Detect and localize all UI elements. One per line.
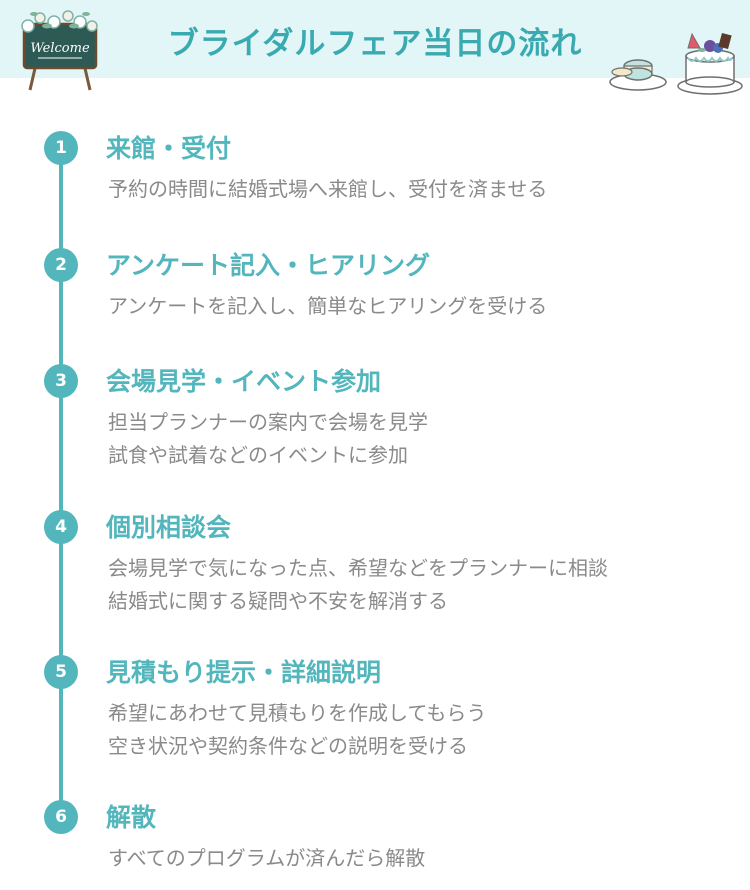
step-title: 会場見学・イベント参加 — [106, 367, 382, 396]
step-number-badge: 3 — [44, 364, 78, 398]
step-title: 来館・受付 — [106, 134, 232, 163]
page-title: ブライダルフェア当日の流れ — [167, 26, 583, 62]
cake-and-macaron-icon — [609, 32, 743, 95]
step-description-line: 空き状況や契約条件などの説明を受ける — [108, 734, 468, 758]
step-description: 希望にあわせて見積もりを作成してもらう 空き状況や契約条件などの説明を受ける — [108, 697, 486, 763]
step-description-line: 予約の時間に結婚式場へ来館し、受付を済ませる — [108, 177, 548, 201]
step-description-line: 結婚式に関する疑問や不安を解消する — [108, 589, 448, 613]
step-description-line: 担当プランナーの案内で会場を見学 — [108, 410, 428, 434]
step-description-line: 試食や試着などのイベントに参加 — [108, 443, 408, 467]
step-title: アンケート記入・ヒアリング — [106, 251, 431, 280]
welcome-sign-icon: Welcome — [21, 10, 98, 91]
step-description: 予約の時間に結婚式場へ来館し、受付を済ませる — [108, 173, 547, 206]
step-number-badge: 2 — [44, 248, 78, 282]
step-title: 見積もり提示・詳細説明 — [106, 658, 382, 687]
welcome-sign-text: Welcome — [30, 41, 90, 56]
step-description: アンケートを記入し、簡単なヒアリングを受ける — [108, 290, 547, 323]
step-description-line: 会場見学で気になった点、希望などをプランナーに相談 — [108, 556, 608, 580]
step-number-badge: 6 — [44, 800, 78, 834]
step-title: 解散 — [106, 803, 157, 832]
step-description: 担当プランナーの案内で会場を見学 試食や試着などのイベントに参加 — [108, 406, 428, 472]
step-description-line: アンケートを記入し、簡単なヒアリングを受ける — [108, 294, 548, 318]
step-number-badge: 5 — [44, 655, 78, 689]
step-description-line: 希望にあわせて見積もりを作成してもらう — [108, 701, 487, 725]
step-description: すべてのプログラムが済んだら解散 — [108, 842, 425, 875]
timeline-line — [59, 150, 63, 816]
step-description: 会場見学で気になった点、希望などをプランナーに相談 結婚式に関する疑問や不安を解… — [108, 552, 608, 618]
step-description-line: すべてのプログラムが済んだら解散 — [108, 846, 426, 870]
step-number-badge: 1 — [44, 131, 78, 165]
step-number-badge: 4 — [44, 510, 78, 544]
step-title: 個別相談会 — [106, 513, 232, 542]
